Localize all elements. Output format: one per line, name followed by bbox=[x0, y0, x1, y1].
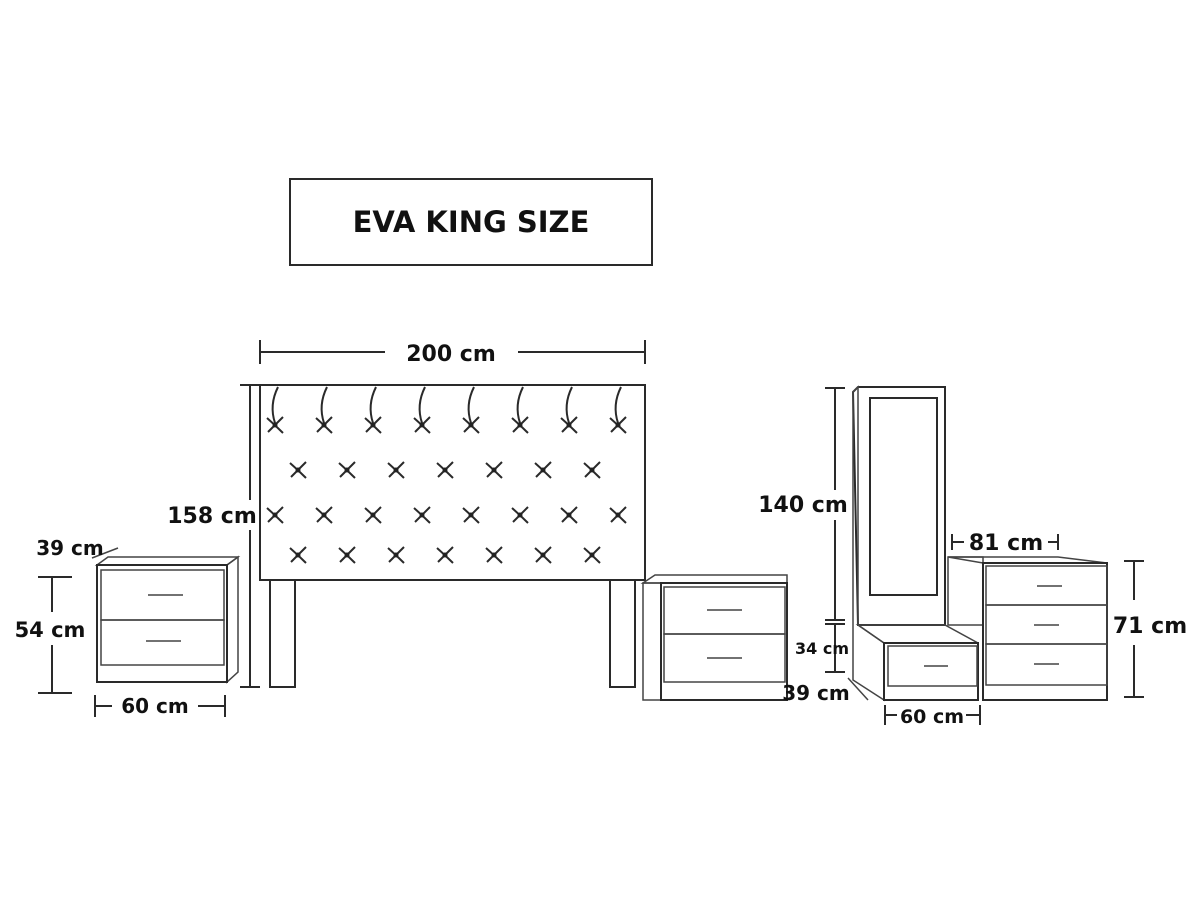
tuft-dot bbox=[589, 552, 595, 558]
tuft-dot bbox=[566, 512, 572, 518]
nightstand-right bbox=[640, 574, 788, 701]
tuft-dot bbox=[393, 467, 399, 473]
tuft-dot bbox=[442, 552, 448, 558]
tuft-dot bbox=[491, 467, 497, 473]
headboard: 200 cm 158 cm bbox=[167, 340, 646, 688]
tuft-dot bbox=[272, 512, 278, 518]
tuft-dot bbox=[344, 467, 350, 473]
headboard-tufts bbox=[266, 386, 627, 564]
tuft-dot bbox=[272, 422, 278, 428]
dressing-table: 140 cm 34 cm 39 cm 60 cm bbox=[758, 385, 981, 728]
dressing-table-depth-label: 39 cm bbox=[782, 681, 850, 705]
dressing-table-width-label: 60 cm bbox=[900, 706, 964, 728]
tuft-dot bbox=[540, 552, 546, 558]
nightstand-left: 39 cm 54 cm 60 cm bbox=[15, 536, 241, 718]
tuft-dot bbox=[344, 552, 350, 558]
tuft-dot bbox=[393, 552, 399, 558]
tuft-dot bbox=[419, 422, 425, 428]
title-box: EVA KING SIZE bbox=[289, 178, 653, 266]
tuft-dot bbox=[442, 467, 448, 473]
tuft-dot bbox=[517, 512, 523, 518]
tuft-dot bbox=[468, 512, 474, 518]
tuft-dot bbox=[468, 422, 474, 428]
headboard-width-label: 200 cm bbox=[406, 342, 496, 367]
tuft-dot bbox=[491, 552, 497, 558]
tuft-dot bbox=[517, 422, 523, 428]
nightstand-width-label: 60 cm bbox=[121, 694, 189, 718]
tuft-dot bbox=[615, 512, 621, 518]
nightstand-height-label: 54 cm bbox=[15, 618, 86, 642]
tuft-dot bbox=[370, 422, 376, 428]
headboard-height-label: 158 cm bbox=[167, 504, 257, 529]
mirror-height-label: 140 cm bbox=[758, 493, 848, 518]
tuft-dot bbox=[295, 552, 301, 558]
tuft-dot bbox=[540, 467, 546, 473]
tuft-dot bbox=[295, 467, 301, 473]
tuft-dot bbox=[370, 512, 376, 518]
tuft-dot bbox=[566, 422, 572, 428]
title: EVA KING SIZE bbox=[353, 205, 590, 239]
seat-height-label: 34 cm bbox=[795, 639, 849, 658]
tuft-dot bbox=[615, 422, 621, 428]
dresser: 81 cm 71 cm bbox=[947, 531, 1187, 701]
tuft-dot bbox=[419, 512, 425, 518]
tuft-dot bbox=[321, 512, 327, 518]
tuft-dot bbox=[321, 422, 327, 428]
dresser-width-label: 81 cm bbox=[969, 531, 1043, 556]
dresser-height-label: 71 cm bbox=[1113, 614, 1187, 639]
tuft-dot bbox=[589, 467, 595, 473]
nightstand-depth-label: 39 cm bbox=[36, 536, 104, 560]
